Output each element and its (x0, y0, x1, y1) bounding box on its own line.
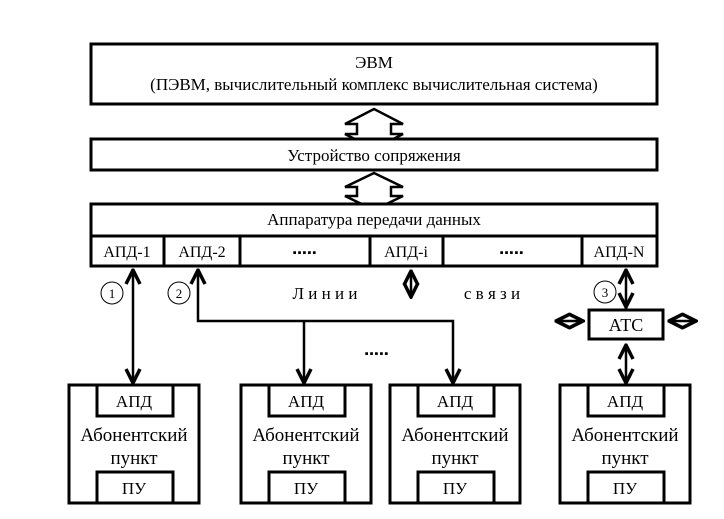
subscriber-name-line1: Абонентский (571, 425, 678, 446)
data-transmission-block: Аппаратура передачи данных АПД-1 АПД-2 ▪… (89, 202, 659, 268)
bus-double-arrow-icon (344, 171, 404, 212)
subscriber-pu-label: ПУ (613, 479, 638, 498)
exchange-block: АТС (587, 308, 665, 341)
subscriber-pu-box (586, 470, 666, 505)
subscriber-name-line1: Абонентский (401, 425, 508, 446)
apd-cell-ellipsis: ▪▪▪▪▪ (293, 247, 318, 259)
subscriber-name-line2: пункт (282, 448, 330, 469)
lines-label-word2: с в я з и (464, 284, 520, 303)
subscriber-pu-box (267, 470, 347, 505)
lines-label-word1: Л и н и и (293, 284, 358, 303)
marker-circle-2 (167, 281, 191, 305)
apd-cell-i: АПД-i (384, 244, 428, 261)
subscriber-apd-label: АПД (607, 392, 644, 411)
subscriber-pu-label: ПУ (122, 479, 147, 498)
subscriber-pu-box (95, 470, 175, 505)
apd-cell-ellipsis: ▪▪▪▪▪ (500, 247, 525, 259)
subscribers-ellipsis: ▪▪▪▪▪ (365, 348, 390, 360)
subscriber-apd-label: АПД (288, 392, 325, 411)
subscriber-pu-label: ПУ (443, 479, 468, 498)
subscriber-apd-label: АПД (437, 392, 474, 411)
computer-block: ЭВМ (ПЭВМ, вычислительный комплекс вычис… (89, 42, 659, 106)
subscriber-name-line2: пункт (431, 448, 479, 469)
subscriber-apd-box (586, 383, 666, 418)
computer-title: ЭВМ (355, 53, 393, 72)
subscriber-apd-label: АПД (116, 392, 153, 411)
subscriber-name-line1: Абонентский (252, 425, 359, 446)
computer-subtitle: (ПЭВМ, вычислительный комплекс вычислите… (150, 75, 598, 94)
marker-circle-3 (593, 280, 617, 304)
subscriber-name-line2: пункт (601, 448, 649, 469)
link-line-2 (198, 270, 453, 383)
exchange-label: АТС (609, 315, 643, 335)
subscriber-apd-box (95, 383, 175, 418)
subscriber-pu-label: ПУ (294, 479, 319, 498)
subscriber-apd-box (416, 383, 496, 418)
subscriber-name-line1: Абонентский (80, 425, 187, 446)
data-transmission-label: Аппаратура передачи данных (267, 210, 481, 229)
marker-label-2: 2 (176, 286, 183, 301)
apd-cell-1: АПД-1 (103, 244, 150, 261)
subscriber-pu-box (416, 470, 496, 505)
apd-cell-2: АПД-2 (178, 244, 225, 261)
interface-device-block: Устройство сопряжения (89, 137, 659, 172)
subscriber-name-line2: пункт (110, 448, 158, 469)
apd-cell-n: АПД-N (594, 244, 645, 261)
marker-label-1: 1 (109, 286, 116, 301)
marker-circle-1 (100, 281, 124, 305)
interface-device-label: Устройство сопряжения (287, 146, 461, 165)
subscriber-apd-box (267, 383, 347, 418)
marker-label-3: 3 (602, 285, 609, 300)
